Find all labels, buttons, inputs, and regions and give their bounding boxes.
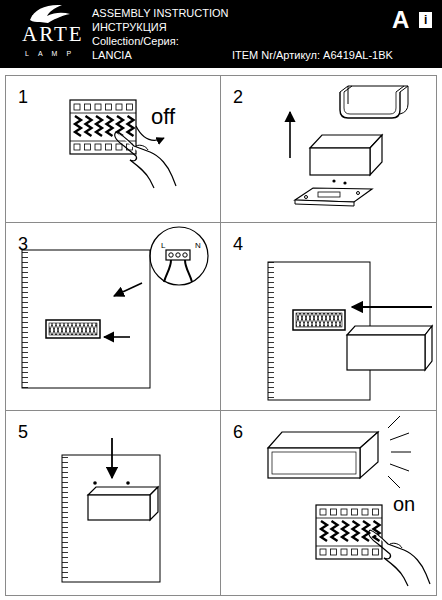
collection-label: Collection/Серия: <box>92 36 179 47</box>
brand-subtitle: LAMP <box>25 50 80 57</box>
wire-label: L <box>161 242 165 250</box>
step-panel: 1 off <box>5 75 221 223</box>
class-mark: A <box>392 8 409 32</box>
detail-circle: LN <box>149 226 209 286</box>
step-number: 2 <box>233 88 243 106</box>
wire-label: N <box>195 242 201 250</box>
step-panel: 4 <box>220 222 437 411</box>
brand-name: ARTE <box>22 24 84 45</box>
step-panel: 3LN <box>5 222 221 411</box>
item-number: ITEM Nr/Артикул: A6419AL-1BK <box>232 50 393 61</box>
step-number: 3 <box>18 235 28 253</box>
step-panel: 5 <box>5 410 221 596</box>
step-panel: 6 on <box>220 410 437 596</box>
info-icon: i <box>419 12 432 28</box>
step-number: 1 <box>18 88 28 106</box>
step-panel: 2 <box>220 75 437 223</box>
sheet-title: ASSEMBLY INSTRUCTION <box>92 8 229 19</box>
step-number: 6 <box>233 423 243 441</box>
header-band: ARTE LAMP ASSEMBLY INSTRUCTION ИНСТРУКЦИЯ Co… <box>0 0 442 68</box>
collection-name: LANCIA <box>92 50 132 61</box>
sheet-title: ИНСТРУКЦИЯ <box>92 22 167 33</box>
switch-state: off <box>151 106 175 128</box>
circle-outline <box>149 226 209 286</box>
step-number: 4 <box>233 235 243 253</box>
switch-state: on <box>393 494 415 514</box>
step-number: 5 <box>18 423 28 441</box>
